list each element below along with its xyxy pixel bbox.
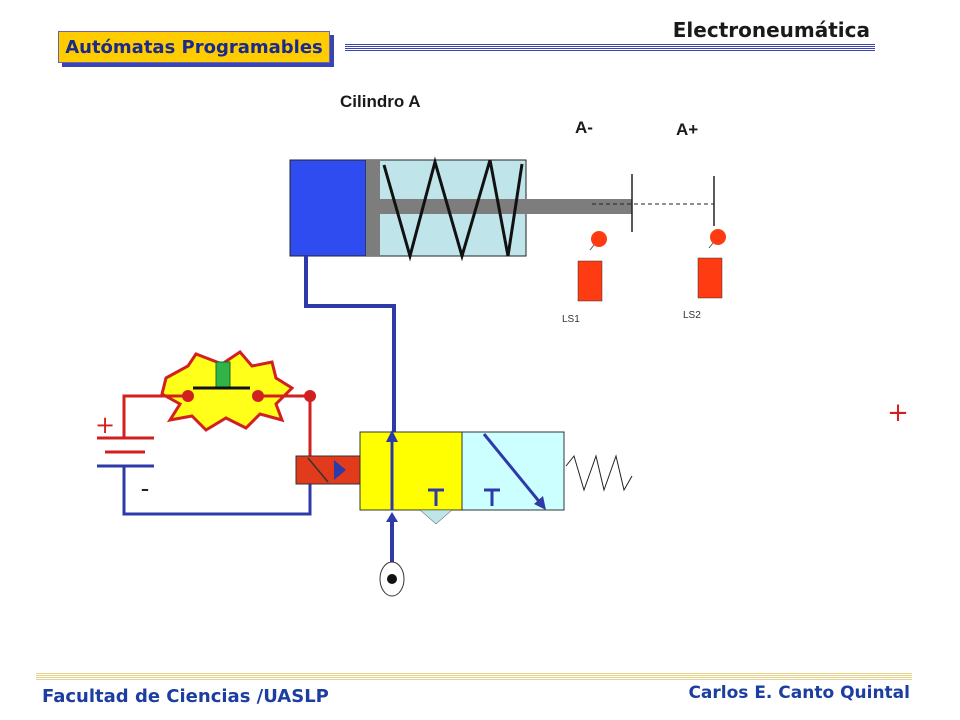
valve-spring — [565, 454, 633, 492]
extra-plus-label: + — [887, 398, 909, 428]
cylinder-a — [289, 156, 632, 262]
sensor-ls1 — [577, 231, 607, 302]
air-source-dot — [387, 574, 397, 584]
wire-negative — [122, 466, 312, 516]
solenoid — [295, 455, 361, 485]
battery-minus-label: - — [141, 473, 150, 503]
sensor-ls1-label: LS1 — [562, 314, 580, 325]
exhaust-port — [419, 509, 453, 525]
push-button — [160, 350, 295, 432]
button-cap — [215, 361, 231, 390]
sensor-ls2 — [697, 229, 726, 299]
air-line-cylinder — [304, 256, 396, 432]
cylinder-label: Cilindro A — [340, 92, 421, 111]
position-minus-label: A- — [575, 118, 593, 137]
sensor-body — [697, 257, 723, 299]
footer-author: Carlos E. Canto Quintal — [688, 683, 910, 703]
piston-rod — [380, 199, 632, 214]
footer-institution: Facultad de Ciencias /UASLP — [42, 686, 329, 707]
sensor-roller — [710, 229, 726, 245]
sensor-body — [577, 260, 603, 302]
directional-valve — [359, 430, 633, 525]
sensor-roller — [591, 231, 607, 247]
valve-active-position — [359, 431, 463, 511]
wire-positive — [122, 394, 188, 438]
header-rule — [345, 44, 875, 52]
junction-point — [304, 390, 316, 402]
piston-chamber — [289, 159, 367, 257]
return-spring — [382, 156, 524, 262]
footer-rule — [36, 673, 912, 681]
slide-title: Electroneumática — [672, 18, 870, 42]
piston — [366, 160, 380, 256]
battery — [97, 436, 154, 468]
battery-plus-label: + — [95, 411, 115, 439]
position-plus-label: A+ — [676, 120, 698, 139]
sensor-ls2-label: LS2 — [683, 310, 701, 321]
course-badge: Autómatas Programables — [58, 31, 330, 63]
